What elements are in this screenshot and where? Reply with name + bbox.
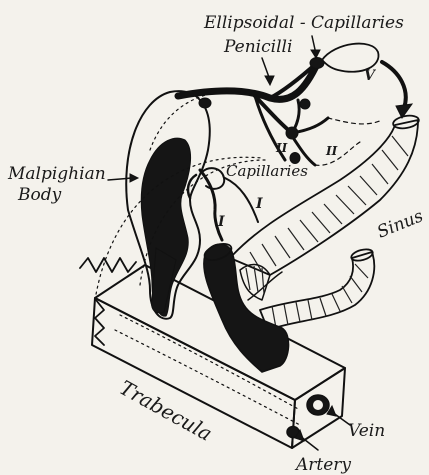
numeral-II-b: II (325, 144, 338, 158)
dashed-capillary-right (315, 142, 360, 165)
leader-malpighian (108, 178, 132, 180)
label-vein: Vein (348, 421, 385, 441)
label-artery: Artery (294, 455, 351, 475)
label-malpighian-line1: Malpighian (7, 164, 106, 184)
sinus-upper (230, 114, 420, 275)
label-malpighian-line2: Body (17, 185, 62, 205)
label-sinus: Sinus (374, 206, 426, 243)
vein-opening (307, 395, 329, 415)
capillary-to-sinus (225, 178, 258, 222)
malpighian-body (126, 91, 209, 319)
numeral-I-mid: I (255, 196, 263, 212)
numeral-II-a: II (275, 141, 288, 155)
leader-ellipsoidal-head (311, 50, 320, 58)
label-ellipsoidal-capillaries: Ellipsoidal - Capillaries (203, 13, 404, 33)
label-trabecula: Trabecula (116, 375, 217, 445)
leader-malpighian-head (130, 174, 138, 182)
dashed-capillary-top (328, 118, 382, 124)
label-capillaries: Capillaries (226, 162, 308, 180)
zigzag-edge-left (95, 300, 104, 345)
flow-arrow (382, 62, 406, 108)
numeral-I-lower: I (217, 214, 225, 230)
zigzag-edge-upper (80, 258, 136, 272)
label-penicilli: Penicilli (223, 37, 292, 57)
leader-penicilli-head (265, 76, 274, 85)
numeral-V: V (364, 68, 377, 84)
sinus-lower (260, 247, 374, 330)
